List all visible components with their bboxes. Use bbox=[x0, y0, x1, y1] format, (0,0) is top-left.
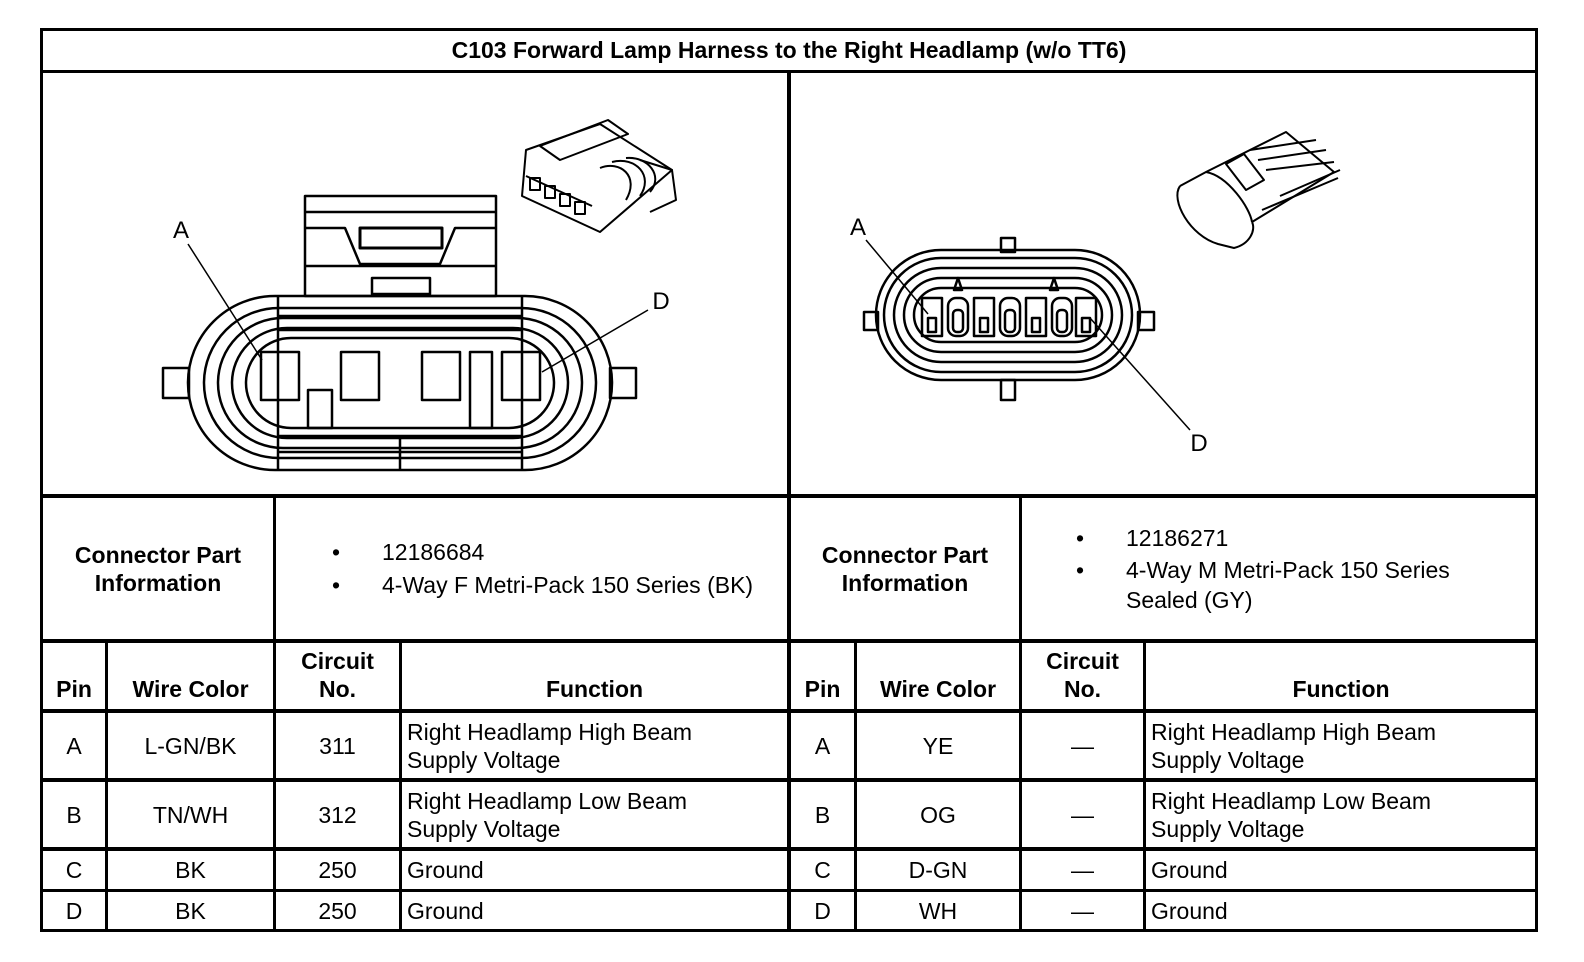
column-header-pin-left: Pin bbox=[56, 676, 92, 702]
wire-color-cell: D-GN bbox=[908, 857, 968, 883]
pin-d-label-right: D bbox=[1190, 430, 1208, 457]
function-cell: Ground bbox=[1151, 857, 1228, 883]
left-function-divider bbox=[399, 641, 402, 932]
column-header-circuit-right: Circuit No. bbox=[1046, 648, 1119, 702]
column-header-function-right: Function bbox=[1292, 676, 1390, 702]
pin-cell: A bbox=[814, 732, 831, 759]
wire-color-cell: L-GN/BK bbox=[144, 732, 237, 759]
female-connector-face bbox=[161, 194, 638, 472]
circuit-cell: 311 bbox=[319, 732, 356, 759]
leader-line-d-right bbox=[1089, 317, 1191, 431]
part-description-right: 4-Way M Metri-Pack 150 Series Sealed (GY… bbox=[1076, 555, 1496, 615]
male-connector-face bbox=[862, 236, 1156, 402]
function-cell: Right Headlamp Low Beam Supply Voltage bbox=[1151, 787, 1431, 842]
function-cell: Ground bbox=[407, 897, 484, 924]
right-function-divider bbox=[1143, 641, 1146, 932]
function-cell: Right Headlamp High Beam Supply Voltage bbox=[407, 718, 693, 773]
function-cell: Ground bbox=[407, 857, 484, 883]
column-header-wire-color-right: Wire Color bbox=[879, 676, 997, 702]
circuit-cell: 250 bbox=[318, 857, 357, 883]
function-cell: Ground bbox=[1151, 897, 1228, 924]
connector-part-label-left: Connector Part Information bbox=[74, 541, 242, 596]
circuit-cell: — bbox=[1071, 857, 1094, 883]
wire-color-cell: OG bbox=[920, 801, 956, 828]
function-cell: Right Headlamp High Beam Supply Voltage bbox=[1151, 718, 1437, 773]
page-title: C103 Forward Lamp Harness to the Right H… bbox=[451, 36, 1127, 63]
part-description-left: 4-Way F Metri-Pack 150 Series (BK) bbox=[332, 569, 753, 602]
pin-cell: B bbox=[814, 801, 831, 828]
left-part-divider bbox=[273, 496, 276, 932]
circuit-cell: — bbox=[1071, 897, 1094, 924]
female-connector-perspective bbox=[521, 119, 677, 233]
circuit-cell: 250 bbox=[318, 897, 357, 924]
wire-color-cell: WH bbox=[918, 897, 958, 924]
column-header-circuit-left: Circuit No. bbox=[301, 648, 374, 702]
right-part-divider bbox=[1019, 496, 1022, 932]
wire-color-cell: TN/WH bbox=[152, 801, 229, 828]
pin-cell: A bbox=[66, 732, 82, 759]
circuit-cell: — bbox=[1071, 801, 1094, 828]
wire-color-cell: BK bbox=[175, 897, 206, 924]
pin-cell: D bbox=[814, 897, 831, 924]
left-pin-divider bbox=[105, 641, 108, 932]
function-cell: Right Headlamp Low Beam Supply Voltage bbox=[407, 787, 687, 842]
column-header-function-left: Function bbox=[545, 676, 644, 702]
male-connector-perspective bbox=[1176, 131, 1341, 249]
column-header-wire-color-left: Wire Color bbox=[132, 676, 249, 702]
wire-color-cell: YE bbox=[922, 732, 954, 759]
pin-d-label-left: D bbox=[652, 288, 670, 315]
circuit-cell: — bbox=[1071, 732, 1094, 759]
pin-cell: C bbox=[814, 857, 831, 883]
column-header-pin-right: Pin bbox=[804, 676, 841, 702]
pin-cell: B bbox=[66, 801, 82, 828]
pin-cell: D bbox=[65, 897, 83, 924]
pin-cell: C bbox=[65, 857, 83, 883]
leader-line-d-left bbox=[541, 309, 649, 373]
part-info-left: 12186684 4-Way F Metri-Pack 150 Series (… bbox=[276, 498, 787, 639]
part-number-left: 12186684 bbox=[332, 536, 753, 569]
leader-line-a-left bbox=[187, 243, 263, 361]
connector-part-label-right: Connector Part Information bbox=[821, 541, 989, 596]
part-info-right: 12186271 4-Way M Metri-Pack 150 Series S… bbox=[1022, 498, 1536, 639]
right-pin-divider bbox=[854, 641, 857, 932]
pin-a-label-left: A bbox=[172, 217, 189, 244]
pin-a-label-right: A bbox=[849, 214, 866, 241]
center-divider bbox=[787, 70, 791, 932]
wire-color-cell: BK bbox=[175, 857, 206, 883]
circuit-cell: 312 bbox=[318, 801, 357, 828]
part-number-right: 12186271 bbox=[1076, 522, 1496, 555]
leader-line-a-right bbox=[865, 239, 929, 315]
